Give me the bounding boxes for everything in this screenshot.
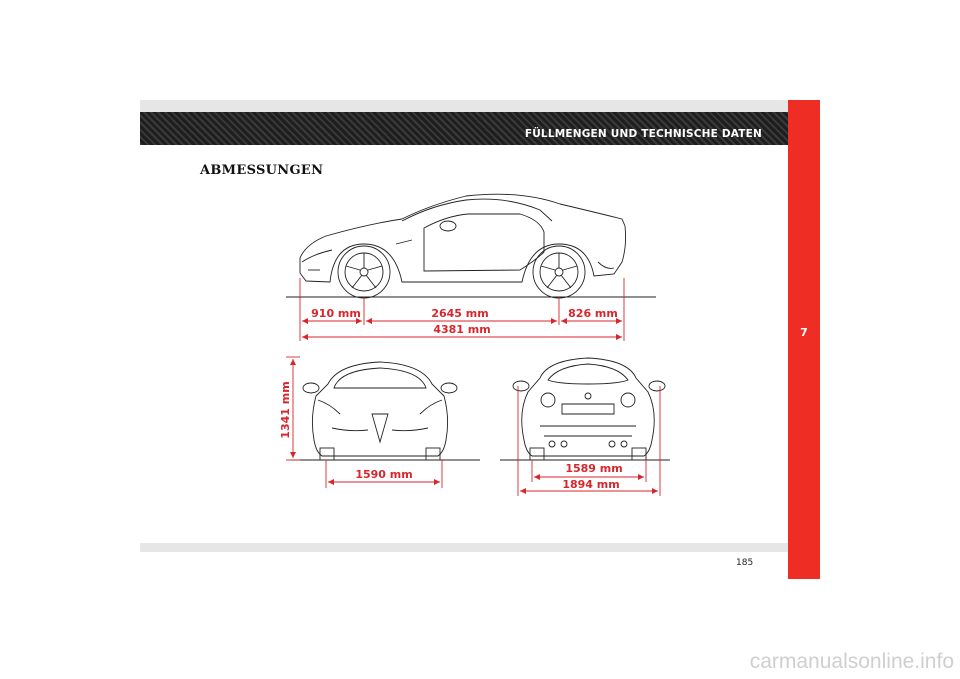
dimension-rear-track: 1589 mm (565, 462, 622, 475)
chapter-tab[interactable]: 7 (788, 100, 820, 579)
dimension-height: 1341 mm (279, 381, 292, 438)
dimension-front-track: 1590 mm (355, 468, 412, 481)
dimension-wheelbase: 2645 mm (431, 307, 488, 320)
chapter-number: 7 (800, 326, 808, 339)
dimension-overall-width: 1894 mm (562, 478, 619, 491)
dimension-arrows (290, 318, 658, 494)
section-title: ABMESSUNGEN (200, 163, 324, 178)
dimension-overall-length: 4381 mm (433, 323, 490, 336)
dimension-lines (286, 278, 661, 496)
car-front-view (290, 361, 480, 461)
top-band (140, 100, 788, 112)
car-rear-view (500, 357, 670, 461)
dimension-front-overhang: 910 mm (311, 307, 361, 320)
dimension-rear-overhang: 826 mm (568, 307, 618, 320)
header-bar: FÜLLMENGEN UND TECHNISCHE DATEN (140, 112, 788, 145)
header-title: FÜLLMENGEN UND TECHNISCHE DATEN (524, 128, 762, 140)
page-number: 185 (736, 558, 754, 568)
watermark: carmanualsonline.info (749, 650, 954, 673)
bottom-band (140, 543, 788, 552)
car-side-view (286, 193, 656, 299)
